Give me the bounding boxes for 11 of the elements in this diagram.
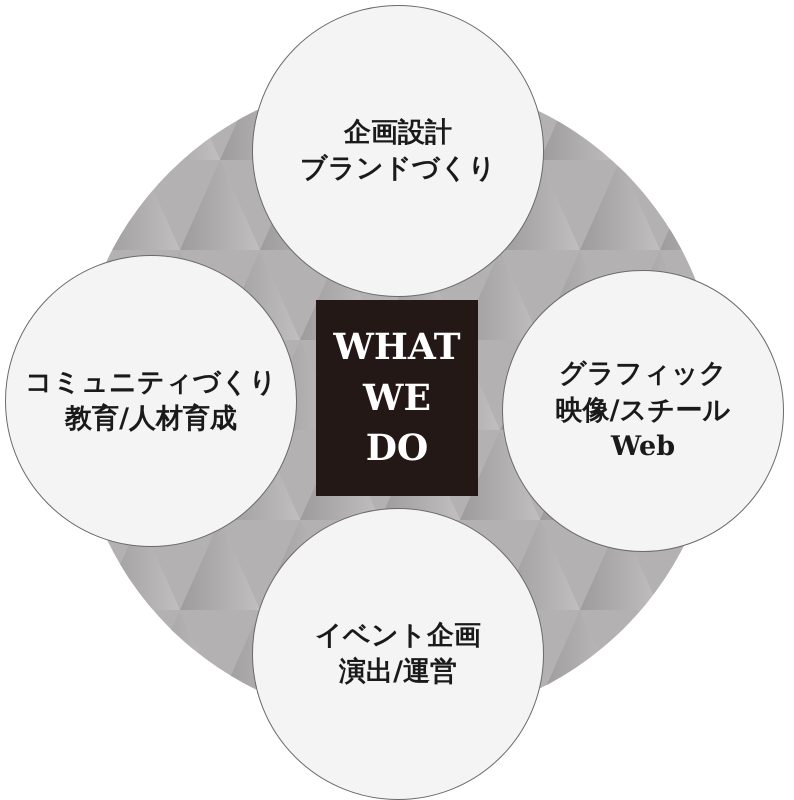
service-label: 企画設計 bbox=[344, 116, 452, 150]
service-label: 教育/人材育成 bbox=[65, 402, 237, 436]
heading-text: WHAT WE DO bbox=[333, 325, 461, 472]
service-label: 映像/スチール bbox=[556, 394, 730, 428]
service-label: イベント企画 bbox=[315, 618, 481, 653]
service-label: コミュニティづくり bbox=[25, 366, 277, 400]
center-square bbox=[316, 300, 478, 496]
service-label: 演出/運営 bbox=[339, 655, 457, 689]
service-label: グラフィック bbox=[559, 357, 727, 392]
service-label: ブランドづくり bbox=[300, 152, 496, 186]
service-label: Web bbox=[610, 430, 676, 464]
